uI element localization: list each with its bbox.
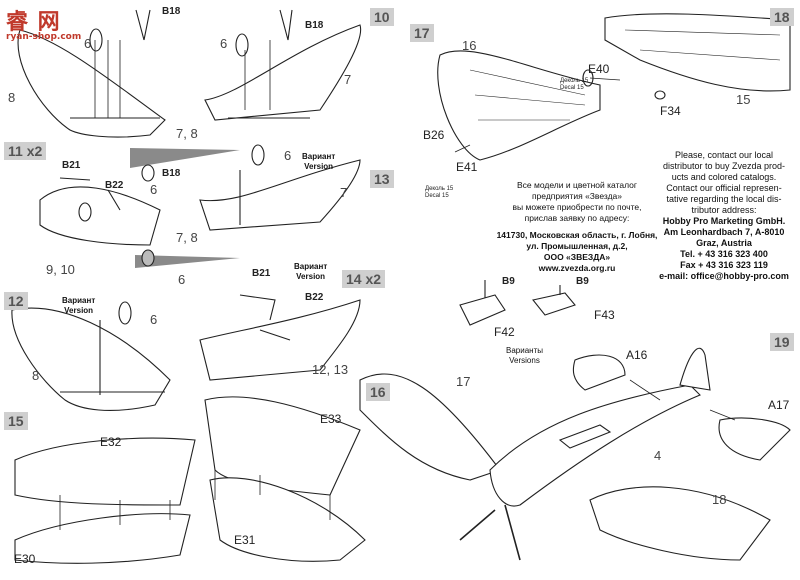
part-label: F34 [660,104,681,118]
ru-line: прислав заявку по адресу: [524,213,630,223]
part-label: 7, 8 [176,230,198,245]
part-label: 18 [712,492,727,507]
part-label: A17 [768,398,790,412]
part-label: 8 [8,90,16,105]
part-label: 6 [220,36,228,51]
part-label: 4 [654,448,662,463]
step-19: 19 [770,333,794,351]
watermark: 睿 网 ryan-shop.com [6,4,81,42]
step-14: 14 x2 [342,270,386,288]
step-17: 17 [410,24,434,42]
part-label: 8 [32,368,40,383]
en-address: Am Leonhardbach 7, A-8010 [663,227,785,237]
decal-en: Decal 15 [425,193,449,199]
part-label: 16 [462,38,477,53]
part-label: F42 [494,325,515,339]
part-label: 6 [150,312,158,327]
part-label: E33 [320,412,342,426]
part-label: B18 [162,6,181,17]
en-company: Hobby Pro Marketing GmbH. [662,216,786,226]
variants-en: Versions [509,356,540,365]
variant-label: Вариант Version [62,296,95,316]
ru-line: Все модели и цветной каталог [517,180,637,190]
en-line: distributor to buy Zvezda prod- [662,161,786,171]
en-email: e-mail: office@hobby-pro.com [659,271,789,281]
part-label: 12, 13 [312,362,349,377]
part-label: F43 [594,308,615,322]
en-line: tributor address: [691,205,757,215]
decal-ru: Деколь 15 [425,186,454,192]
variants-label: Варианты Versions [506,346,543,366]
step-11: 11 x2 [4,142,47,160]
part-label: B22 [105,180,124,191]
en-phone: Tel. + 43 316 323 400 [680,249,768,259]
step-18: 18 [770,8,794,26]
en-line: tative regarding the local dis- [666,194,782,204]
part-label: B22 [305,292,324,303]
part-label: 9, 10 [46,262,75,277]
ru-address: 141730, Московская область, г. Лобня, [496,230,658,240]
part-label: 15 [736,92,751,107]
part-label: 6 [84,36,92,51]
ru-line: вы можете приобрести по почте, [512,202,642,212]
part-label: E31 [234,533,256,547]
part-label: 6 [284,148,292,163]
variants-ru: Варианты [506,346,543,355]
decal-label: Деколь 15 Decal 15 [560,78,588,92]
ru-address: ул. Промышленная, д.2, [526,241,628,251]
variant-label: Вариант Version [302,152,335,172]
russian-catalog-info: Все модели и цветной каталог предприятия… [482,180,672,274]
part-label: E30 [14,552,36,566]
step-16: 16 [366,383,390,401]
part-label: B18 [162,168,181,179]
variant-en: Version [64,306,94,315]
part-label: E32 [100,435,122,449]
en-address: Graz, Austria [696,238,752,248]
part-label: B9 [576,276,589,287]
variant-label: Вариант Version [294,262,327,282]
part-label: 6 [178,272,186,287]
ru-line: предприятия «Звезда» [531,191,623,201]
part-label: B21 [252,268,271,279]
variant-en: Version [304,162,334,171]
step-13: 13 [370,170,394,188]
part-label: 17 [456,374,471,389]
part-label: B9 [502,276,515,287]
part-label: 7, 8 [176,126,198,141]
part-label: E41 [456,160,478,174]
decal-label: Деколь 15 Decal 15 [425,186,453,200]
part-label: 7 [340,185,348,200]
decal-ru: Деколь 15 [560,78,589,84]
part-label: B21 [62,160,81,171]
variant-ru: Вариант [302,152,336,161]
ru-website: www.zvezda.org.ru [538,263,616,273]
part-label: B18 [305,20,324,31]
watermark-url: ryan-shop.com [6,32,82,42]
step-12: 12 [4,292,28,310]
variant-ru: Вариант [62,296,96,305]
english-distributor-info: Please, contact our local distributor to… [648,150,800,282]
decal-en: Decal 15 [560,85,584,91]
en-line: Contact our official represen- [666,183,782,193]
en-line: ucts and colored catalogs. [671,172,777,182]
part-label: A16 [626,348,648,362]
step-10: 10 [370,8,394,26]
part-label: 7 [344,72,352,87]
variant-ru: Вариант [294,262,328,271]
part-label: 6 [150,182,158,197]
part-label: E40 [588,62,610,76]
variant-en: Version [296,272,326,281]
part-label: B26 [423,128,445,142]
step-15: 15 [4,412,28,430]
watermark-logo: 睿 网 [6,10,61,35]
ru-address: ООО «ЗВЕЗДА» [543,252,611,262]
en-fax: Fax + 43 316 323 119 [680,260,768,270]
en-line: Please, contact our local [674,150,774,160]
